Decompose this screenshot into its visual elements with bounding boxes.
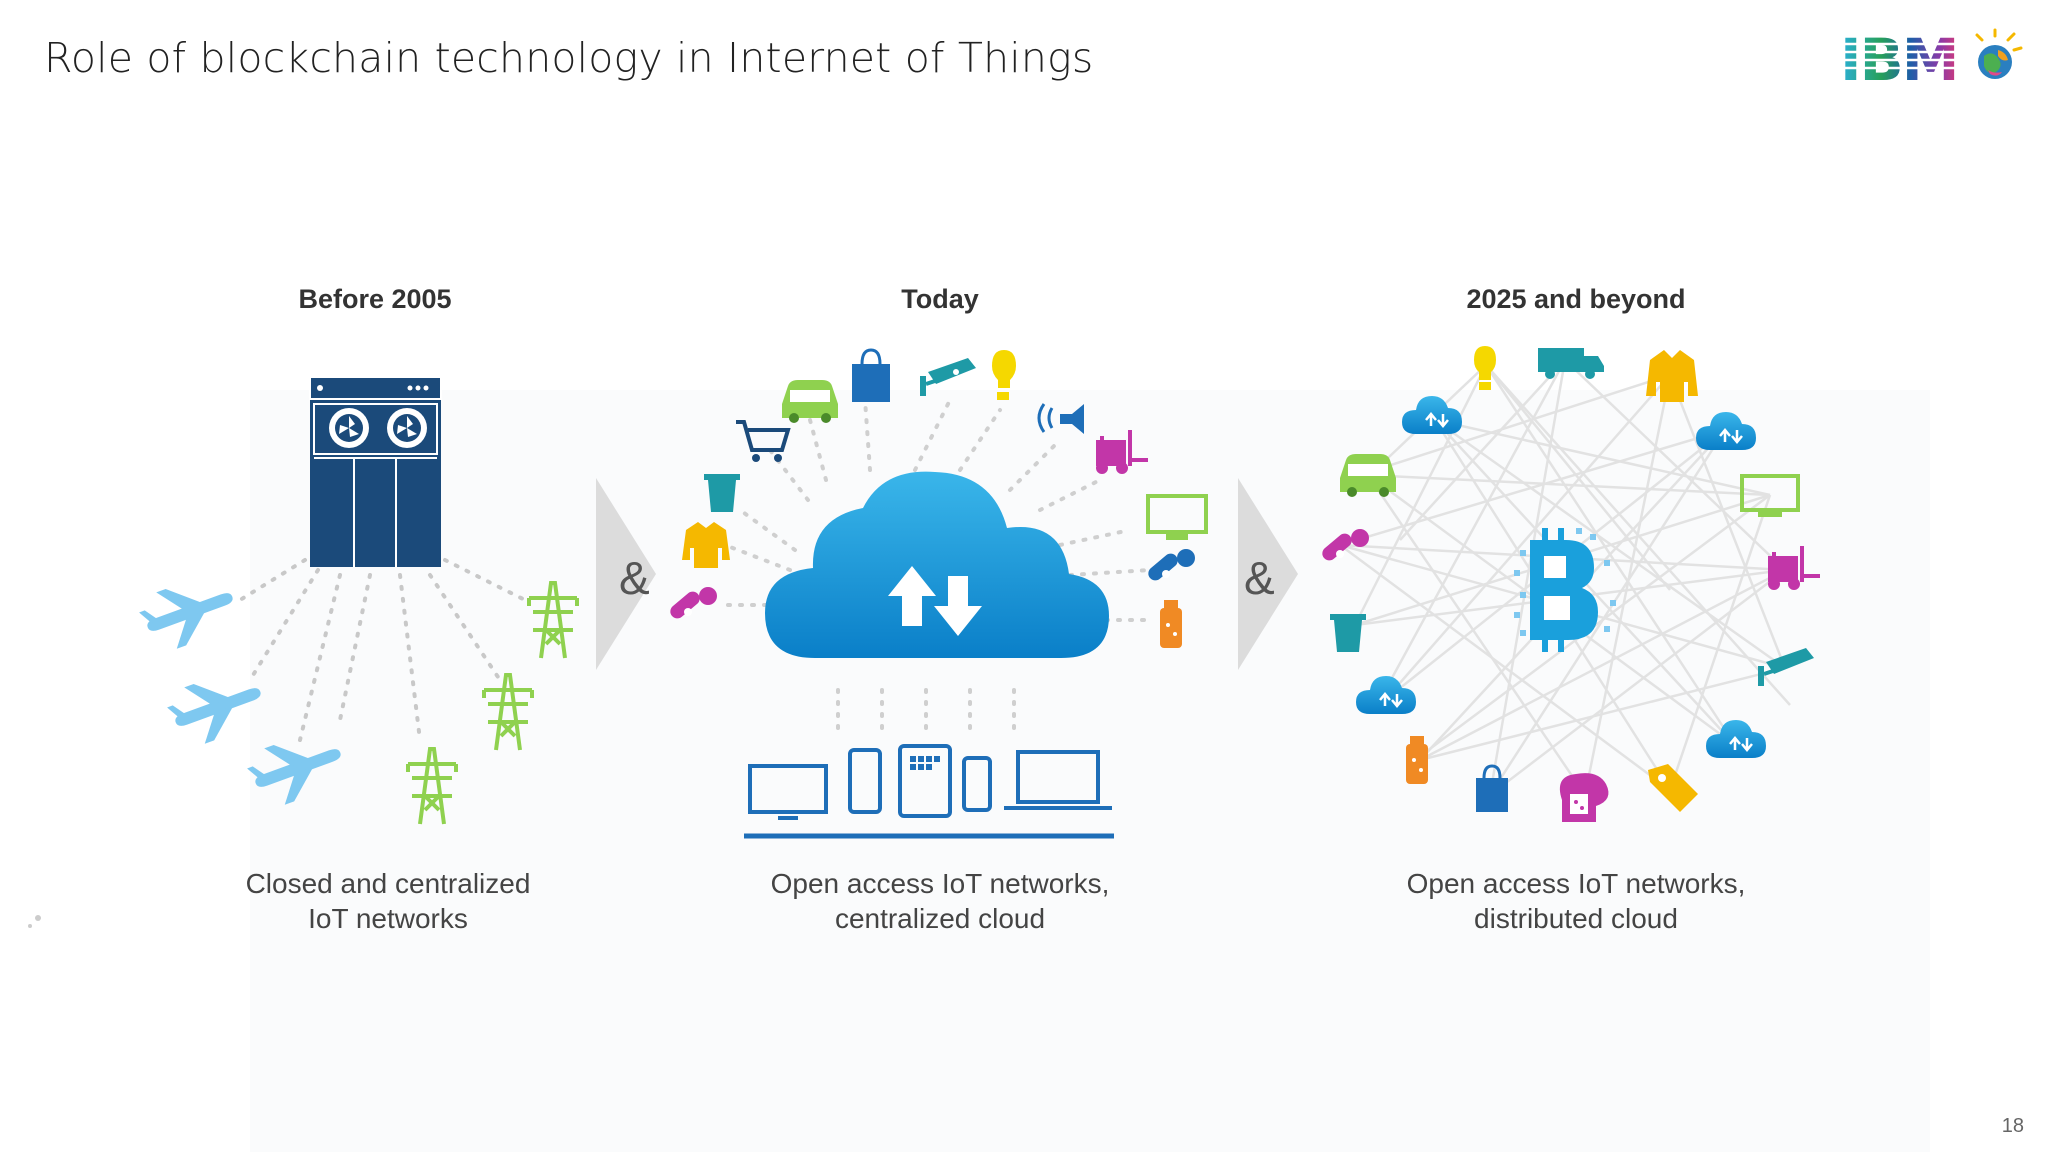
truck-icon bbox=[1538, 348, 1604, 379]
caption-line: Open access IoT networks, bbox=[1406, 868, 1746, 899]
chevron-right-icon bbox=[1238, 478, 1298, 670]
pills-icon bbox=[1322, 529, 1369, 561]
monitor-icon bbox=[1740, 474, 1800, 517]
slide-title: Role of blockchain technology in Interne… bbox=[44, 34, 1094, 82]
ibm-logo: IBM bbox=[1838, 28, 2028, 88]
cloud-icon bbox=[1706, 720, 1766, 758]
security-camera-icon bbox=[920, 358, 976, 396]
separator-1: & bbox=[596, 478, 656, 670]
trash-bin-icon bbox=[704, 474, 740, 512]
stage-title-before-2005: Before 2005 bbox=[298, 284, 452, 314]
cloud-icon bbox=[1356, 676, 1416, 714]
cloud-icon bbox=[765, 471, 1109, 658]
upload-download-arrows-icon bbox=[888, 566, 982, 636]
caption-today: Open access IoT networks, centralized cl… bbox=[710, 866, 1170, 936]
jacket-icon bbox=[1646, 350, 1698, 402]
pills-icon bbox=[1148, 549, 1195, 581]
desktop-icon bbox=[748, 764, 828, 820]
speaker-icon bbox=[1037, 403, 1084, 434]
server-rack-icon bbox=[309, 376, 442, 567]
forklift-icon bbox=[1768, 546, 1820, 590]
bread-icon bbox=[1559, 773, 1609, 822]
cloud-icon bbox=[1696, 412, 1756, 450]
page-number: 18 bbox=[2001, 1115, 2024, 1137]
power-pylon-icon bbox=[406, 747, 458, 825]
shopping-cart-icon bbox=[736, 420, 791, 462]
caption-line: IoT networks bbox=[308, 903, 468, 934]
ibm-logo-text: IBM bbox=[1840, 28, 1958, 88]
caption-before-2005: Closed and centralized IoT networks bbox=[158, 866, 618, 936]
caption-line: Open access IoT networks, bbox=[770, 868, 1110, 899]
bitcoin-icon bbox=[1514, 528, 1616, 652]
airplane-icon bbox=[167, 683, 261, 744]
airplane-icon bbox=[139, 588, 233, 649]
laptop-icon bbox=[1004, 750, 1112, 810]
stage-title-today: Today bbox=[901, 284, 979, 314]
pills-icon bbox=[670, 587, 717, 619]
shopping-bag-icon bbox=[1476, 764, 1508, 812]
airplane-icon bbox=[247, 744, 341, 805]
phone-icon bbox=[848, 748, 882, 814]
price-tag-icon bbox=[1648, 764, 1698, 812]
separator-ampersand: & bbox=[619, 552, 650, 604]
separator-2: & bbox=[1238, 478, 1298, 670]
caption-line: centralized cloud bbox=[834, 903, 1046, 934]
shopping-bag-icon bbox=[852, 348, 890, 402]
ibm-logo-graphic: IBM bbox=[1838, 28, 2023, 88]
bottle-icon bbox=[1406, 736, 1428, 784]
device-row bbox=[748, 744, 1112, 820]
bottle-icon bbox=[1160, 600, 1182, 648]
stage-3-graphics bbox=[1322, 346, 1820, 822]
power-pylon-icon bbox=[527, 581, 579, 659]
caption-2025-beyond: Open access IoT networks, distributed cl… bbox=[1346, 866, 1806, 936]
chevron-right-icon bbox=[596, 478, 656, 670]
phone-icon bbox=[962, 756, 992, 812]
stage-title-2025-beyond: 2025 and beyond bbox=[1466, 284, 1686, 314]
monitor-icon bbox=[1146, 494, 1208, 540]
separator-ampersand: & bbox=[1244, 552, 1275, 604]
tablet-icon bbox=[898, 744, 952, 818]
jacket-icon bbox=[682, 522, 730, 568]
car-icon bbox=[1340, 454, 1396, 497]
forklift-icon bbox=[1096, 430, 1148, 474]
caption-line: Closed and centralized bbox=[245, 868, 531, 899]
stage-2-graphics bbox=[670, 348, 1208, 839]
security-camera-icon bbox=[1758, 648, 1814, 686]
trash-bin-icon bbox=[1330, 614, 1366, 652]
cloud-icon bbox=[1402, 396, 1462, 434]
power-pylon-icon bbox=[482, 673, 534, 751]
stage-1-graphics bbox=[139, 376, 579, 825]
light-bulb-icon bbox=[992, 350, 1016, 400]
caption-line: distributed cloud bbox=[1474, 903, 1678, 934]
car-icon bbox=[782, 380, 838, 423]
light-bulb-icon bbox=[1474, 346, 1496, 390]
